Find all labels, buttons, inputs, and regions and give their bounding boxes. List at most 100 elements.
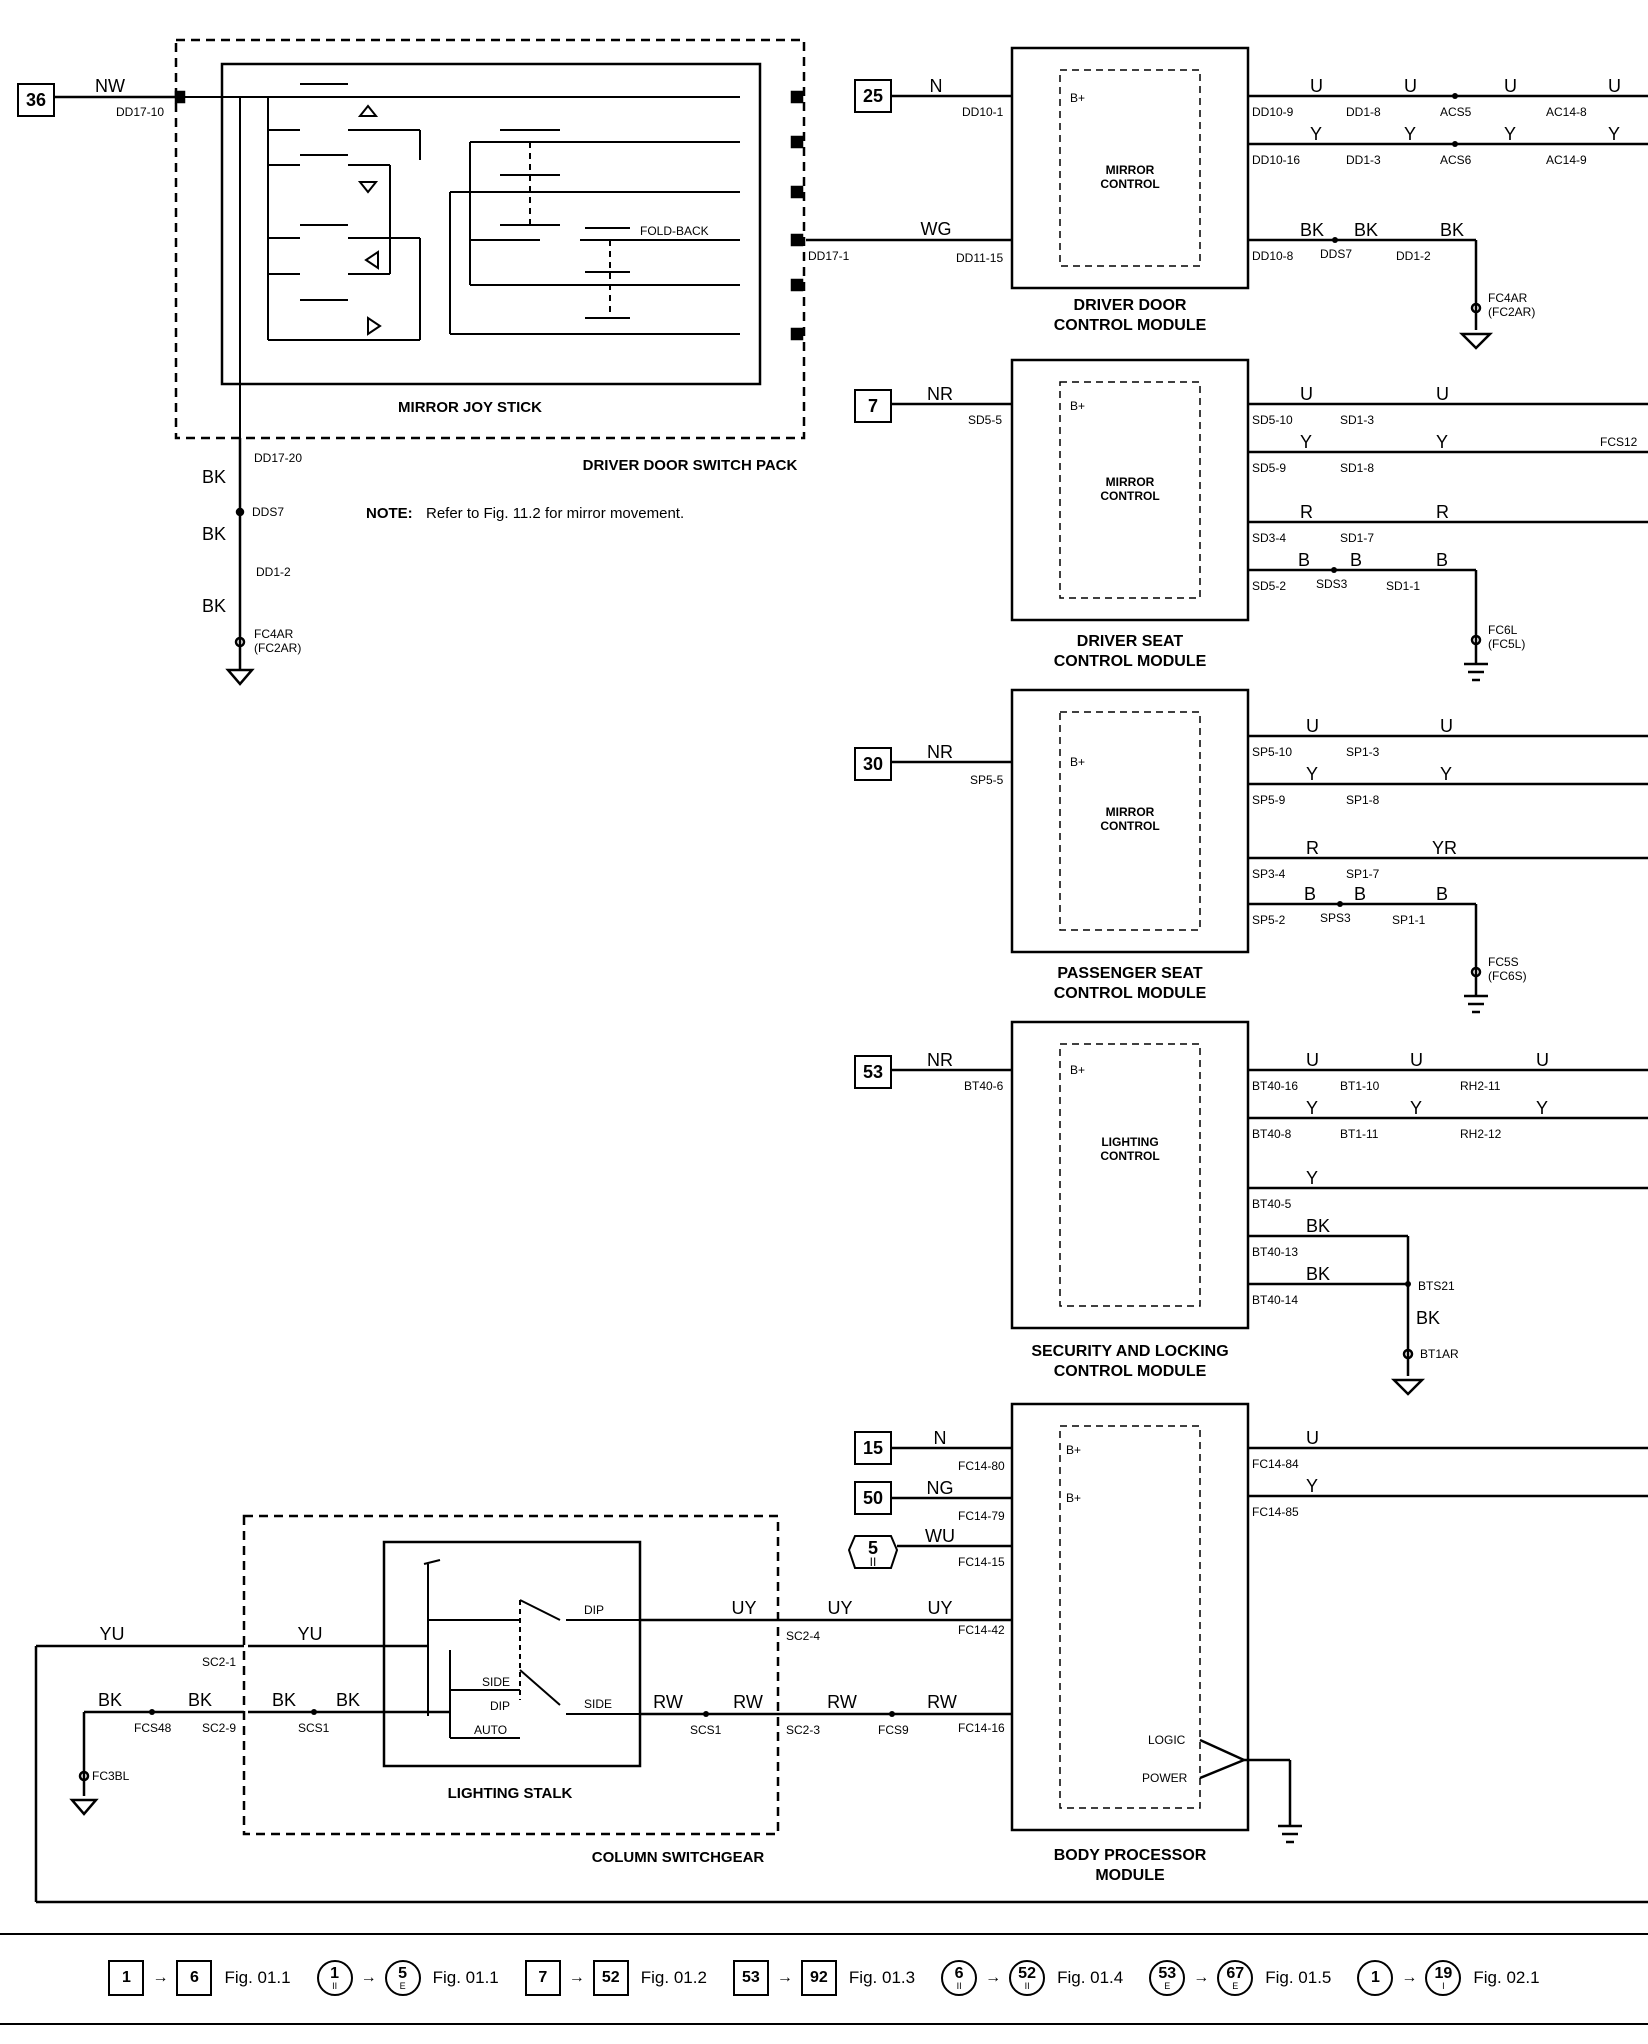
body-ground <box>1199 1738 1302 1844</box>
passenger-seat-module <box>1010 688 1250 954</box>
conn-dd1-8: DD1-8 <box>1346 105 1381 119</box>
conn-fc14-79: FC14-79 <box>958 1509 1005 1523</box>
wire-label-n: N <box>934 1428 947 1448</box>
legend-ref-number: 53 <box>742 1969 760 1986</box>
conn-sd1-8: SD1-8 <box>1340 461 1374 475</box>
legend-fig-label: Fig. 01.3 <box>848 1968 916 1987</box>
conn-sd1-3: SD1-3 <box>1340 413 1374 427</box>
conn-fc14-85: FC14-85 <box>1252 1505 1299 1519</box>
legend-fig-label: Fig. 01.4 <box>1057 1968 1124 1987</box>
wire-label-u: U <box>1300 384 1313 404</box>
conn-bt40-16: BT40-16 <box>1252 1079 1298 1093</box>
legend-ref-sub: II <box>332 1980 338 1991</box>
lighting-stalk-internals <box>423 1559 640 1739</box>
wire-label-n: N <box>930 76 943 96</box>
wire-label-y: Y <box>1404 124 1416 144</box>
security-outputs <box>1248 1068 1648 1396</box>
ref-box-30 <box>854 747 892 781</box>
ref-5: 5 <box>868 1538 878 1558</box>
wire-label-u: U <box>1608 76 1621 96</box>
conn-sp5-10: SP5-10 <box>1252 745 1292 759</box>
conn-sds3: SDS3 <box>1316 577 1348 591</box>
mirror-control-label: MIRROR <box>1106 163 1155 177</box>
joystick-label: MIRROR JOY STICK <box>398 399 542 416</box>
arrow-right-icon: → <box>1401 1969 1418 1986</box>
conn-sd3-4: SD3-4 <box>1252 531 1286 545</box>
conn-dds7: DDS7 <box>1320 247 1352 261</box>
ref-15: 15 <box>863 1438 883 1458</box>
conn-bt40-14: BT40-14 <box>1252 1293 1298 1307</box>
conn-fc5l: (FC5L) <box>1488 637 1525 651</box>
conn-bts21: BTS21 <box>1418 1279 1455 1293</box>
auto-label: AUTO <box>474 1723 507 1737</box>
conn-sp1-3: SP1-3 <box>1346 745 1380 759</box>
wire-label-nr: NR <box>927 742 953 762</box>
conn-dd1-2: DD1-2 <box>1396 249 1431 263</box>
conn-sp1-1: SP1-1 <box>1392 913 1426 927</box>
legend-ref-sub: E <box>399 1980 406 1991</box>
conn-fc2ar: (FC2AR) <box>1488 305 1535 319</box>
legend-ref-sub: II <box>956 1980 962 1991</box>
wire-label-y: Y <box>1310 124 1322 144</box>
conn-bt1-11: BT1-11 <box>1340 1127 1379 1141</box>
conn-dds7: DDS7 <box>252 505 284 519</box>
conn-scs1: SCS1 <box>690 1723 722 1737</box>
wire-label-uy: UY <box>827 1598 852 1618</box>
passenger-seat-mirror-control <box>1059 711 1201 931</box>
driver-seat-outputs <box>1248 402 1648 682</box>
security-module <box>1010 1020 1250 1330</box>
legend-ref-number: 52 <box>1018 1964 1036 1982</box>
legend-ref-number: 1 <box>122 1969 131 1986</box>
ref-box-7 <box>854 389 892 423</box>
column-wires <box>34 1618 1648 1904</box>
conn-fc14-84: FC14-84 <box>1252 1457 1299 1471</box>
wire-label-ng: NG <box>927 1478 954 1498</box>
wire-label-y: Y <box>1436 432 1448 452</box>
conn-bt40-5: BT40-5 <box>1252 1197 1292 1211</box>
wire-label-b: B <box>1354 884 1366 904</box>
wire-label-u: U <box>1404 76 1417 96</box>
wire-label-bk: BK <box>1306 1264 1330 1284</box>
switch-pack-boundary <box>174 38 806 440</box>
driver-seat-mirror-control <box>1059 381 1201 599</box>
legend-ref-box: 52 <box>592 1960 629 1996</box>
wire-label-bk: BK <box>98 1690 122 1710</box>
wire-label-bk: BK <box>1300 220 1324 240</box>
security-module-title-1: SECURITY AND LOCKING <box>1031 1343 1228 1360</box>
legend-ref-box: 6 <box>176 1960 213 1996</box>
conn-fc6l: FC6L <box>1488 623 1518 637</box>
conn-sc2-9: SC2-9 <box>202 1721 236 1735</box>
wire-label-u: U <box>1436 384 1449 404</box>
driver-seat-module <box>1010 358 1250 622</box>
conn-fcs48: FCS48 <box>134 1721 172 1735</box>
wire-label-b: B <box>1350 550 1362 570</box>
conn-bt40-13: BT40-13 <box>1252 1245 1298 1259</box>
bplus-label: B+ <box>1066 1491 1081 1505</box>
legend-ref-sub: II <box>1024 1980 1030 1991</box>
conn-dd17-20: DD17-20 <box>254 451 302 465</box>
driver-door-module-title-1: DRIVER DOOR <box>1074 297 1187 314</box>
wire-label-bk: BK <box>188 1690 212 1710</box>
legend-fig-label: Fig. 01.2 <box>640 1968 707 1987</box>
ref-box-36 <box>17 83 55 117</box>
wire-label-yu: YU <box>297 1624 322 1644</box>
body-processor-module <box>1010 1402 1250 1832</box>
bplus-label: B+ <box>1066 1443 1081 1457</box>
conn-ac14-9: AC14-9 <box>1546 153 1587 167</box>
conn-ac14-8: AC14-8 <box>1546 105 1587 119</box>
ref-30: 30 <box>863 754 883 774</box>
legend-ref-sub: E <box>1232 1980 1239 1991</box>
connector-pin <box>174 90 186 104</box>
wire-label-y: Y <box>1306 1168 1318 1188</box>
wire-label-r: R <box>1300 502 1313 522</box>
wire-label-uy: UY <box>731 1598 756 1618</box>
conn-fc14-42: FC14-42 <box>958 1623 1005 1637</box>
body-module-title-1: BODY PROCESSOR <box>1054 1847 1207 1864</box>
legend-ref-box: 53 <box>732 1960 769 1996</box>
